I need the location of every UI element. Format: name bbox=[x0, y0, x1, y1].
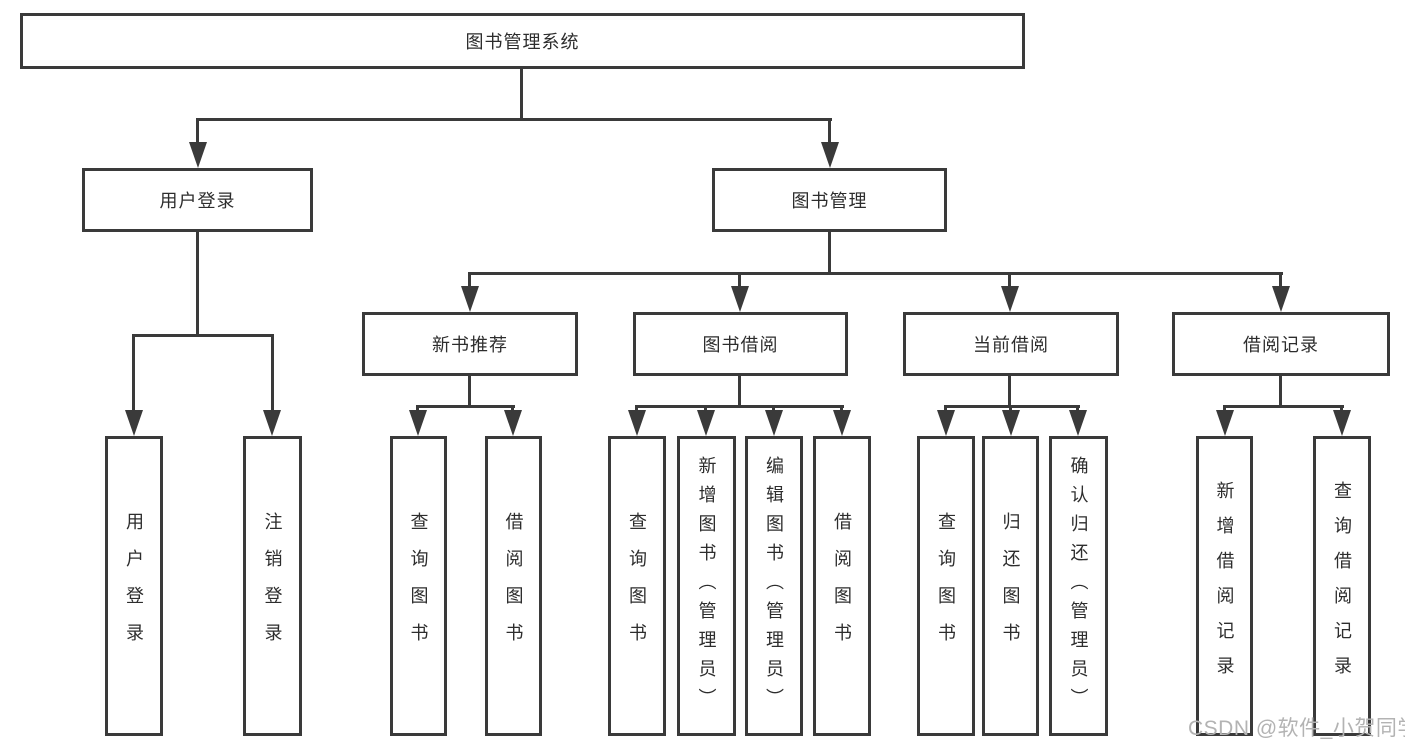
connector-line bbox=[1008, 272, 1011, 290]
arrow-down-icon bbox=[1002, 410, 1020, 436]
arrow-down-icon bbox=[1069, 410, 1087, 436]
arrow-down-icon bbox=[628, 410, 646, 436]
connector-line bbox=[468, 272, 471, 290]
leaf-query-books: 查询图书 bbox=[608, 436, 666, 736]
leaf-query-borrow-record: 查询借阅记录 bbox=[1313, 436, 1371, 736]
leaf-label: 确认归还（管理员） bbox=[1068, 455, 1089, 717]
leaf-user-login: 用户登录 bbox=[105, 436, 163, 736]
leaf-query-books: 查询图书 bbox=[917, 436, 975, 736]
csdn-watermark: CSDN @软件_小贺同学 bbox=[1188, 717, 1405, 740]
connector-line bbox=[468, 376, 471, 408]
arrow-down-icon bbox=[461, 286, 479, 312]
leaf-logout: 注销登录 bbox=[243, 436, 302, 736]
node-book-borrowing: 图书借阅 bbox=[633, 312, 848, 376]
arrow-down-icon bbox=[1001, 286, 1019, 312]
connector-line bbox=[828, 232, 831, 275]
leaf-confirm-return-admin: 确认归还（管理员） bbox=[1049, 436, 1108, 736]
arrow-down-icon bbox=[697, 410, 715, 436]
connector-line bbox=[196, 118, 832, 121]
node-new-book-recommend: 新书推荐 bbox=[362, 312, 578, 376]
arrow-down-icon bbox=[189, 142, 207, 168]
leaf-label: 查询借阅记录 bbox=[1332, 481, 1352, 691]
leaf-return-book: 归还图书 bbox=[982, 436, 1039, 736]
leaf-add-book-admin: 新增图书（管理员） bbox=[677, 436, 736, 736]
leaf-label: 新增借阅记录 bbox=[1214, 481, 1235, 691]
leaf-query-books: 查询图书 bbox=[390, 436, 447, 736]
arrow-down-icon bbox=[937, 410, 955, 436]
node-current-borrowing: 当前借阅 bbox=[903, 312, 1119, 376]
arrow-down-icon bbox=[125, 410, 143, 436]
leaf-label: 注销登录 bbox=[262, 512, 283, 660]
connector-line bbox=[271, 334, 274, 414]
leaf-label: 借阅图书 bbox=[503, 512, 524, 660]
leaf-label: 编辑图书（管理员） bbox=[764, 455, 784, 717]
leaf-label: 新增图书（管理员） bbox=[696, 455, 717, 717]
connector-line bbox=[1223, 405, 1344, 408]
arrow-down-icon bbox=[409, 410, 427, 436]
leaf-label: 归还图书 bbox=[1000, 512, 1021, 660]
arrow-down-icon bbox=[765, 410, 783, 436]
arrow-down-icon bbox=[1216, 410, 1234, 436]
arrow-down-icon bbox=[731, 286, 749, 312]
connector-line bbox=[416, 405, 515, 408]
arrow-down-icon bbox=[1272, 286, 1290, 312]
node-borrowing-records: 借阅记录 bbox=[1172, 312, 1390, 376]
node-user-login: 用户登录 bbox=[82, 168, 313, 232]
leaf-label: 借阅图书 bbox=[832, 512, 852, 660]
arrow-down-icon bbox=[263, 410, 281, 436]
connector-line bbox=[1008, 376, 1011, 408]
connector-line bbox=[738, 272, 741, 290]
arrow-down-icon bbox=[821, 142, 839, 168]
connector-line bbox=[468, 272, 1283, 275]
connector-line bbox=[520, 69, 523, 120]
node-book-management: 图书管理 bbox=[712, 168, 947, 232]
connector-line bbox=[132, 334, 274, 337]
leaf-label: 用户登录 bbox=[124, 512, 144, 660]
connector-line bbox=[196, 118, 199, 146]
leaf-borrow-books: 借阅图书 bbox=[485, 436, 542, 736]
leaf-add-borrow-record: 新增借阅记录 bbox=[1196, 436, 1253, 736]
leaf-borrow-books: 借阅图书 bbox=[813, 436, 871, 736]
arrow-down-icon bbox=[504, 410, 522, 436]
leaf-label: 查询图书 bbox=[408, 512, 429, 660]
connector-line bbox=[1279, 272, 1282, 290]
leaf-edit-book-admin: 编辑图书（管理员） bbox=[745, 436, 803, 736]
connector-line bbox=[196, 232, 199, 336]
leaf-label: 查询图书 bbox=[936, 512, 956, 660]
connector-line bbox=[635, 405, 844, 408]
node-library-system: 图书管理系统 bbox=[20, 13, 1025, 69]
connector-line bbox=[738, 376, 741, 408]
connector-line bbox=[944, 405, 1080, 408]
arrow-down-icon bbox=[1333, 410, 1351, 436]
leaf-label: 查询图书 bbox=[627, 512, 647, 660]
connector-line bbox=[828, 118, 831, 146]
connector-line bbox=[1279, 376, 1282, 408]
arrow-down-icon bbox=[833, 410, 851, 436]
connector-line bbox=[132, 334, 135, 414]
